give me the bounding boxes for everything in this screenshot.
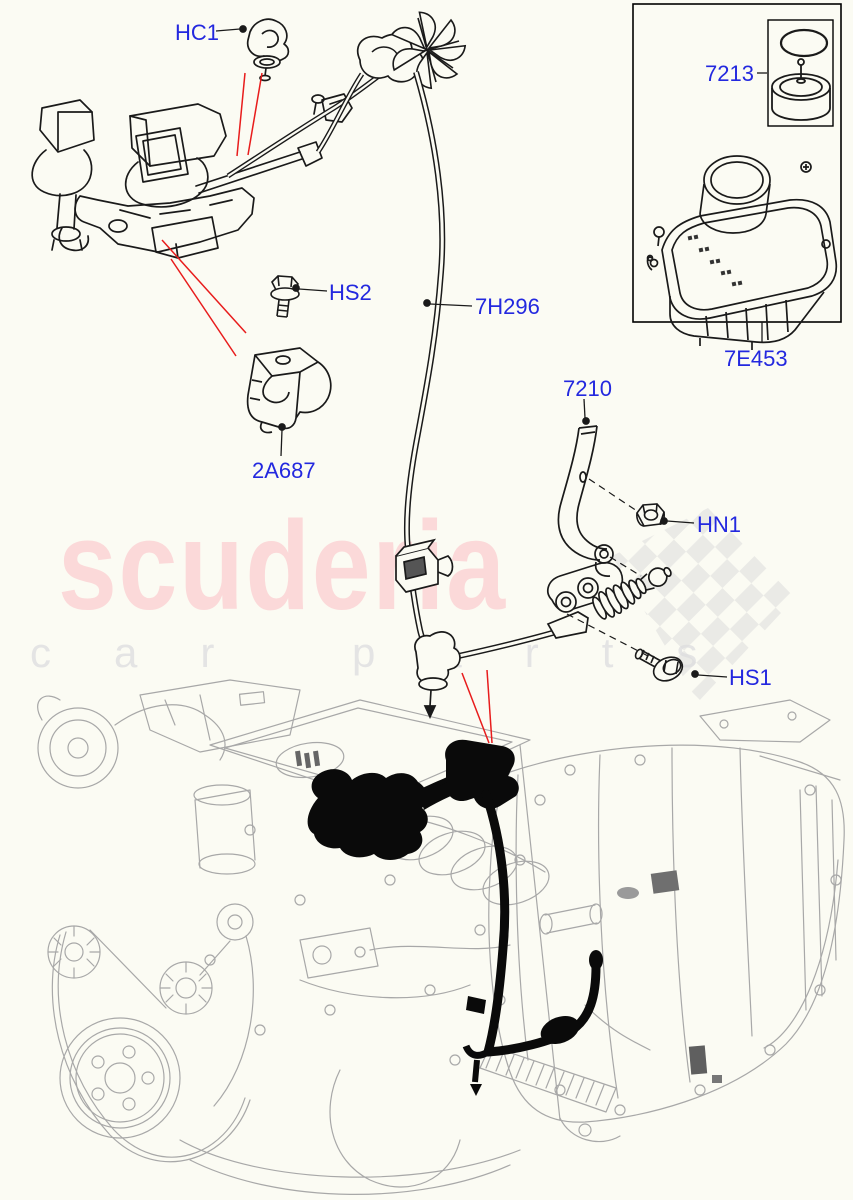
assembly-dashed-lines — [566, 478, 649, 657]
hs1-bolt — [634, 648, 684, 682]
transmission-sketch — [479, 699, 845, 1143]
shifter-assembly — [31, 93, 353, 259]
label-hs2[interactable]: HS2 — [329, 280, 372, 305]
hc1-clip — [246, 18, 290, 82]
harness-highlighted — [307, 739, 603, 1096]
cable-7h296 — [226, 11, 672, 720]
callout-box-7e453 — [632, 3, 842, 323]
cable-end-damper — [546, 561, 672, 639]
engine-sketch — [37, 679, 651, 1195]
label-7213[interactable]: 7213 — [705, 61, 754, 86]
bracket-2a687 — [246, 347, 332, 434]
label-7210[interactable]: 7210 — [563, 376, 612, 401]
knob-7213 — [771, 28, 831, 121]
label-hc1[interactable]: HC1 — [175, 20, 219, 45]
leader-lines — [215, 25, 767, 678]
lever-7210 — [557, 425, 614, 577]
cable-square-connector — [395, 538, 454, 593]
checkered-flag-watermark — [612, 508, 795, 702]
hn1-nut — [636, 503, 665, 527]
label-hn1[interactable]: HN1 — [697, 512, 741, 537]
label-7h296[interactable]: 7H296 — [475, 294, 540, 319]
red-pointer-lines — [161, 72, 493, 744]
label-7e453[interactable]: 7E453 — [724, 346, 788, 371]
part-labels: HC1 7213 7E453 HS2 7H296 2A687 7210 HN1 … — [175, 20, 788, 690]
hs2-bolt — [270, 275, 300, 318]
gear-selector-7e453 — [646, 155, 838, 350]
label-2a687[interactable]: 2A687 — [252, 458, 316, 483]
cable-lower-clip — [414, 631, 461, 720]
watermark-subtitle: car parts — [30, 629, 761, 676]
fan-pinwheel — [390, 11, 467, 90]
label-hs1[interactable]: HS1 — [729, 665, 772, 690]
